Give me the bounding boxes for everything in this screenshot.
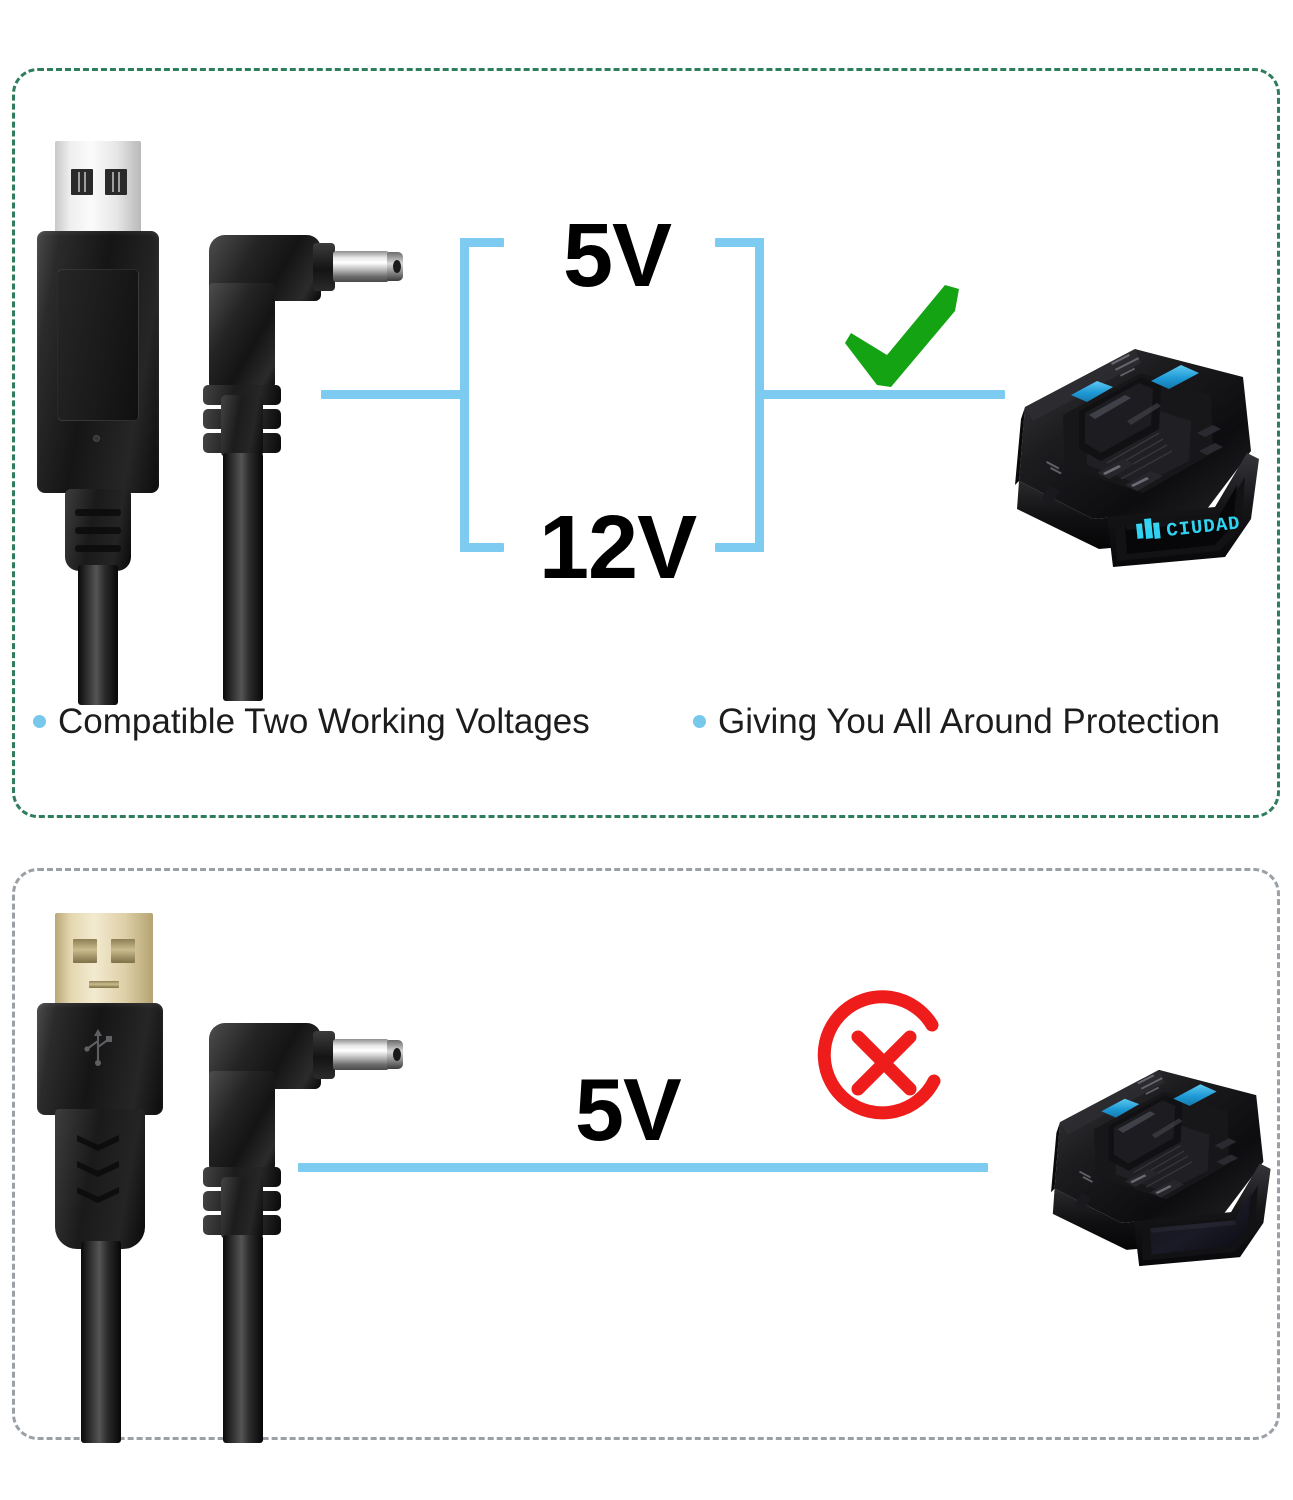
city-buildings-icon bbox=[1136, 518, 1161, 539]
device-display-window bbox=[1150, 1192, 1251, 1255]
dc-metal-barrel bbox=[333, 251, 389, 282]
voltage-label-12v: 12V bbox=[539, 498, 697, 598]
device-button-blue-left bbox=[1071, 381, 1113, 402]
radar-detector-illustration: CIUDAD bbox=[1015, 349, 1259, 567]
dc-collar bbox=[313, 243, 335, 291]
dc-barrel-hole bbox=[393, 260, 401, 273]
voltage-label-5v: 5V bbox=[563, 206, 672, 306]
schematic-left-bracket-top bbox=[460, 238, 504, 247]
usb-a-plug-good bbox=[37, 141, 167, 705]
schematic-single-line bbox=[298, 1163, 988, 1172]
usb-cable-cord bbox=[81, 1241, 121, 1443]
panel-bad-stage: 5V bbox=[15, 871, 1277, 1443]
device-button-blue-right bbox=[1151, 365, 1199, 389]
radar-detector-good: CIUDAD bbox=[975, 333, 1275, 583]
bullet-label: Compatible Two Working Voltages bbox=[58, 701, 590, 741]
dc-cable-cord bbox=[223, 453, 263, 701]
usb-strain-groove bbox=[75, 545, 121, 552]
usb-metal-shell-icon bbox=[55, 913, 153, 1009]
dc-elbow-body bbox=[209, 283, 275, 393]
usb-contact-pad-right bbox=[111, 939, 135, 963]
panel-good-stage: 5V 12V bbox=[15, 71, 1277, 815]
bullet-item: Giving You All Around Protection bbox=[693, 704, 1220, 739]
panel-incompatible-voltage: 5V bbox=[12, 868, 1280, 1443]
usb-housing-dot bbox=[93, 435, 100, 442]
dc-barrel-plug-good bbox=[197, 223, 417, 701]
dc-strain-neck bbox=[221, 1177, 263, 1239]
schematic-left-bracket-bottom bbox=[460, 543, 504, 552]
schematic-right-bracket-top bbox=[715, 238, 764, 247]
radar-detector-illustration bbox=[1051, 1069, 1271, 1267]
dc-elbow-body bbox=[209, 1071, 275, 1175]
schematic-left-bracket-stem bbox=[460, 238, 469, 552]
cross-icon bbox=[810, 989, 958, 1137]
voltage-label-5v: 5V bbox=[575, 1060, 682, 1159]
usb-contact-pad-right bbox=[105, 169, 127, 195]
device-button-blue-right bbox=[1173, 1084, 1217, 1106]
schematic-right-bracket-bottom bbox=[715, 543, 764, 552]
schematic-input-line bbox=[321, 390, 469, 399]
usb-trident-icon bbox=[79, 1025, 117, 1067]
device-button-blue-left bbox=[1101, 1098, 1140, 1118]
usb-strain-groove bbox=[75, 527, 121, 534]
bullet-item: Compatible Two Working Voltages bbox=[33, 704, 693, 739]
usb-contact-pad-left bbox=[71, 169, 93, 195]
dc-collar bbox=[313, 1031, 335, 1079]
dc-barrel-hole bbox=[393, 1048, 401, 1061]
usb-a-plug-bad bbox=[37, 913, 177, 1443]
panel-compatible-voltages: 5V 12V bbox=[12, 68, 1280, 818]
dc-strain-neck bbox=[221, 395, 263, 457]
usb-housing bbox=[37, 1003, 163, 1115]
check-icon bbox=[837, 283, 967, 393]
usb-contact-pad-left bbox=[73, 939, 97, 963]
usb-strain-relief bbox=[55, 1109, 145, 1249]
bullet-label: Giving You All Around Protection bbox=[718, 701, 1221, 741]
schematic-output-line bbox=[755, 390, 1005, 399]
radar-detector-bad bbox=[1015, 1043, 1285, 1293]
usb-metal-shell-icon bbox=[55, 141, 141, 237]
usb-cable-cord bbox=[78, 565, 118, 705]
bullet-dot-icon bbox=[33, 714, 46, 728]
dc-barrel-plug-bad bbox=[197, 1011, 417, 1443]
dc-cable-cord bbox=[223, 1235, 263, 1443]
usb-strain-groove bbox=[75, 509, 121, 516]
feature-bullets: Compatible Two Working Voltages Giving Y… bbox=[33, 691, 1263, 751]
usb-housing-panel bbox=[57, 269, 139, 421]
device-display-window bbox=[1125, 485, 1237, 554]
usb-contact-bar bbox=[89, 981, 119, 988]
dc-metal-barrel bbox=[333, 1039, 389, 1070]
bullet-dot-icon bbox=[693, 714, 706, 728]
